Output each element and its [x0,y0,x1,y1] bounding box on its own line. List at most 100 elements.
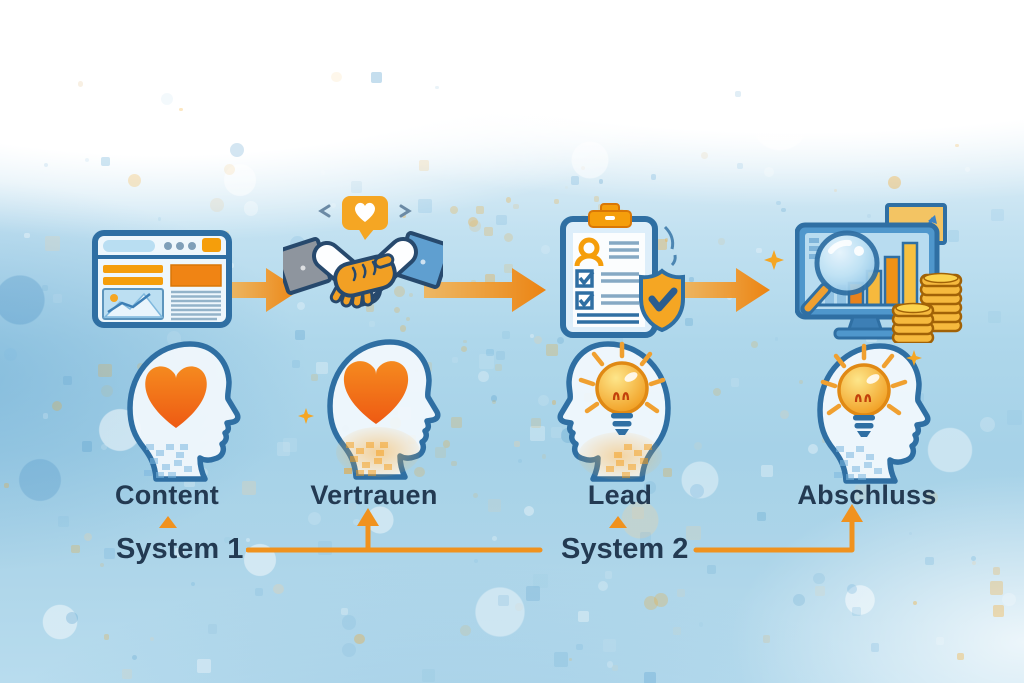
bg-dot [451,460,457,466]
system2-label: System 2 [561,533,689,565]
bg-dot [100,156,110,166]
bg-dot [847,584,858,595]
bg-dot [70,544,80,554]
bg-dot [593,196,600,203]
bg-dot [45,236,60,251]
bg-dot [498,595,510,607]
bg-dot [229,142,245,158]
bg-dot [611,665,618,672]
bg-dot [534,336,542,344]
bg-dot [673,627,681,635]
bg-dot [468,219,481,232]
bg-dot [100,562,104,567]
head-heart-icon [110,332,242,482]
bg-dot [150,637,155,642]
bg-dot [964,167,970,173]
bg-dot [541,245,550,254]
bg-dot [531,418,541,428]
bg-dot [718,238,725,245]
bg-dot [852,607,861,616]
bg-dot [779,409,789,419]
bg-dot [210,197,225,212]
bg-dot [992,605,1004,617]
bg-dot [463,339,468,344]
bg-dot [421,668,436,683]
bg-dot [486,348,494,357]
bg-dot [122,669,133,680]
bg-dot [3,348,17,362]
head-lightbulb-icon [556,332,688,482]
bg-dot [65,611,78,624]
bg-dot [512,203,519,210]
bg-dot [991,208,1004,222]
bg-dot [479,354,494,369]
bg-dot [223,163,236,175]
bg-dot [760,464,774,478]
bg-dot [450,417,462,429]
bg-dot [980,416,996,432]
bg-dot [644,596,659,610]
bg-dot [501,330,511,340]
bg-dot [780,207,786,213]
bg-dot [103,547,115,559]
bg-dot [756,247,762,254]
bg-dot [157,217,162,221]
bg-dot [701,152,708,159]
bg-dot [650,174,656,180]
bg-dot [85,158,90,163]
bg-dot [913,601,918,606]
bg-dot [295,329,305,340]
bg-dot [653,593,668,607]
bg-dot [442,439,451,448]
shield-check-icon [639,268,685,333]
system2-marker-triangle [609,516,627,528]
bg-dot [992,567,1000,575]
stage-label-lead: Lead [587,480,653,510]
bg-dot [42,285,48,291]
bg-dot [764,167,775,178]
bg-dot [104,634,110,640]
bg-dot [576,644,583,651]
bg-dot [128,173,142,187]
bg-dot [606,660,614,668]
bg-dot [955,144,959,148]
bg-dot [43,413,49,419]
sparkle-icon [298,408,314,424]
bg-dot [989,581,1004,596]
bg-dot [513,440,520,448]
bg-dot [776,200,781,206]
bg-dot [956,653,964,661]
bg-dot [179,107,183,112]
stage-label-vertrauen: Vertrauen [310,480,438,510]
bg-dot [460,624,471,636]
bg-dot [988,310,1001,324]
bg-dot [1007,410,1023,426]
head-heart-icon [310,330,442,480]
bg-dot [734,90,741,97]
bg-dot [474,559,479,564]
bg-dot [553,651,569,667]
bg-dot [435,85,439,90]
bg-dot [490,395,498,402]
bg-dot [578,610,590,622]
bg-dot [460,345,467,352]
bg-dot [925,556,934,566]
bg-dot [908,532,912,536]
bg-dot [495,363,503,371]
bg-dot [277,442,291,456]
bg-dot [197,659,212,674]
address-bar [103,240,155,252]
bg-dot [737,163,743,169]
bg-dot [698,622,704,627]
stage-label-abschluss: Abschluss [797,480,937,510]
bg-dot [475,205,485,215]
bg-dot [63,375,72,385]
bg-dot [478,371,489,382]
bg-dot [570,176,580,185]
bg-dot [208,624,218,634]
bg-dot [340,608,348,616]
bg-dot [254,588,264,597]
bg-dot [101,443,108,450]
bg-dot [598,179,604,184]
